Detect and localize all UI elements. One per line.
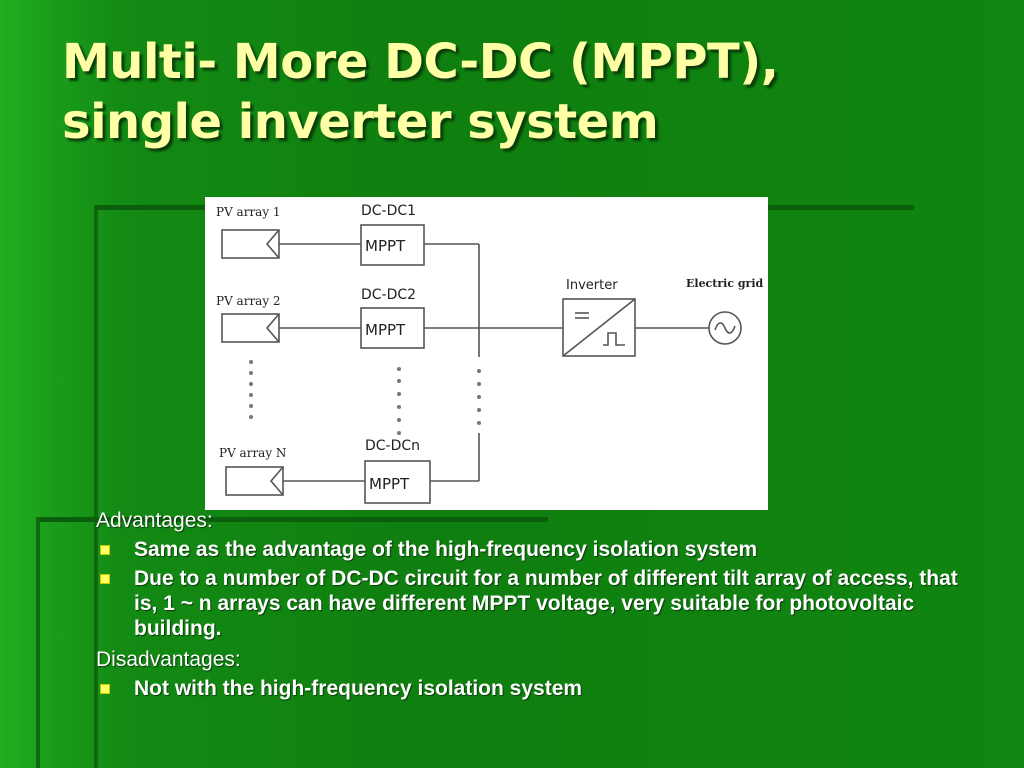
- advantages-list: Same as the advantage of the high-freque…: [96, 537, 976, 641]
- bullet-square-icon: [100, 574, 110, 584]
- pv-array-2-symbol: [221, 313, 280, 343]
- disadvantages-list: Not with the high-frequency isolation sy…: [96, 676, 976, 701]
- advantage-item: Due to a number of DC-DC circuit for a n…: [96, 566, 976, 641]
- label-dc-dc-2: DC-DC2: [361, 287, 416, 303]
- bullet-square-icon: [100, 684, 110, 694]
- bullet-square-icon: [100, 545, 110, 555]
- label-pv-array-n: PV array N: [219, 446, 286, 460]
- disadvantage-item: Not with the high-frequency isolation sy…: [96, 676, 976, 701]
- mppt-box-1: [360, 224, 425, 266]
- advantages-heading: Advantages:: [96, 509, 213, 532]
- decorative-horizontal-line-bottom: [36, 517, 548, 522]
- pv-array-1-symbol: [221, 229, 280, 259]
- mppt-box-n: [364, 460, 431, 504]
- slide-title: Multi- More DC-DC (MPPT), single inverte…: [62, 32, 1002, 152]
- advantage-text: Same as the advantage of the high-freque…: [134, 538, 758, 561]
- label-mppt-2: MPPT: [365, 321, 406, 339]
- grid-symbol: [708, 311, 742, 345]
- system-diagram: PV array 1 PV array 2 PV array N DC-DC1 …: [205, 197, 768, 510]
- label-inverter: Inverter: [566, 278, 618, 293]
- advantage-text: Due to a number of DC-DC circuit for a n…: [134, 567, 958, 640]
- advantage-item: Same as the advantage of the high-freque…: [96, 537, 976, 562]
- label-pv-array-1: PV array 1: [216, 205, 281, 219]
- title-line-1: Multi- More DC-DC (MPPT),: [62, 34, 779, 90]
- label-dc-dc-1: DC-DC1: [361, 203, 416, 219]
- label-mppt-1: MPPT: [365, 237, 406, 255]
- pv-array-n-symbol: [225, 466, 284, 496]
- label-pv-array-2: PV array 2: [216, 294, 281, 308]
- decorative-vertical-line: [94, 207, 98, 768]
- decorative-vertical-line-left: [36, 517, 40, 768]
- disadvantage-text: Not with the high-frequency isolation sy…: [134, 677, 583, 700]
- title-line-2: single inverter system: [62, 94, 659, 150]
- label-electric-grid: Electric grid: [686, 277, 764, 290]
- slide-content: Advantages: Same as the advantage of the…: [96, 508, 976, 707]
- label-mppt-n: MPPT: [369, 475, 410, 493]
- disadvantages-heading: Disadvantages:: [96, 648, 241, 671]
- label-dc-dc-n: DC-DCn: [365, 438, 420, 454]
